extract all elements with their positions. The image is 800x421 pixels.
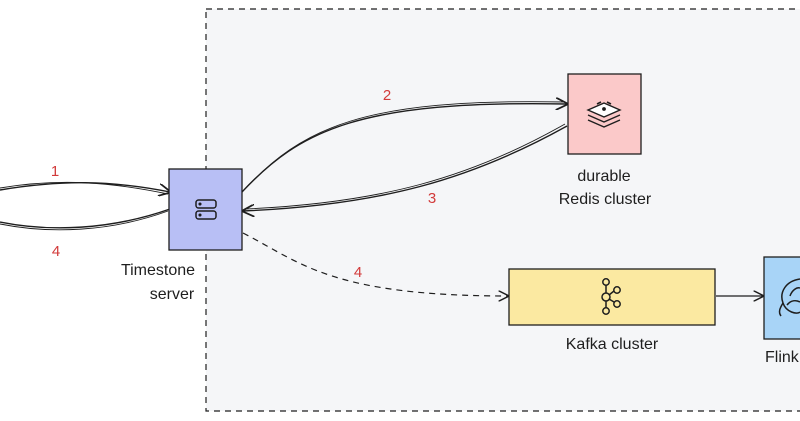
edge-timestone-to-kafka	[242, 232, 508, 296]
kafka-label: Kafka cluster	[566, 336, 659, 353]
step-label-4-return: 4	[52, 243, 60, 260]
flink-icon	[778, 278, 800, 317]
redis-icon	[586, 101, 622, 128]
redis-label-line1: durable	[577, 168, 630, 185]
step-label-4-kafka: 4	[354, 264, 362, 281]
edge-redis-to-timestone	[243, 125, 568, 211]
timestone-server-node	[168, 168, 243, 251]
system-boundary	[205, 8, 800, 412]
edge-timestone-to-client	[0, 208, 171, 229]
flink-node	[763, 256, 800, 340]
redis-cluster-node	[567, 73, 642, 155]
step-label-2: 2	[383, 87, 391, 104]
kafka-cluster-node	[508, 268, 716, 326]
step-label-3: 3	[428, 190, 436, 207]
timestone-label-line2: server	[150, 286, 195, 303]
timestone-label-line1: Timestone	[121, 262, 195, 279]
step-label-1: 1	[51, 163, 59, 180]
redis-label-line2: Redis cluster	[559, 191, 652, 208]
server-icon	[195, 199, 217, 220]
kafka-icon	[601, 278, 621, 315]
flink-label: Flink	[765, 349, 800, 366]
